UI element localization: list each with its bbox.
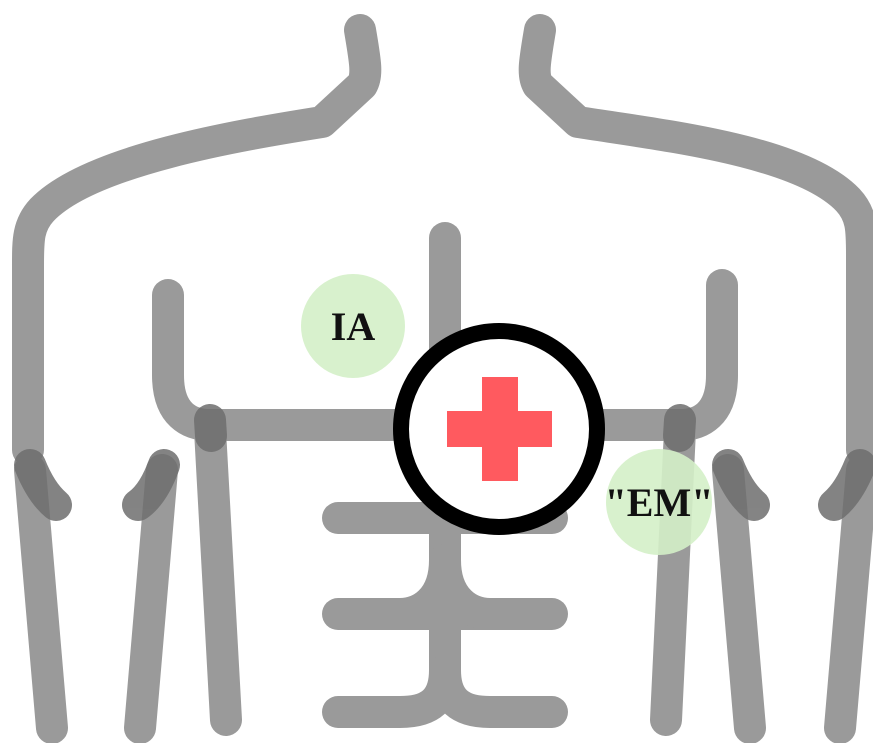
medical-cross-icon [401, 331, 597, 527]
abdomen-center-right [445, 670, 552, 712]
right-torso-joint [679, 420, 680, 436]
left-outer-joint [30, 465, 56, 505]
left-torso-joint [210, 420, 211, 436]
left-inner-joint [138, 465, 164, 505]
left-torso-side [210, 430, 226, 720]
abdomen-row-2-curve-right [445, 560, 490, 614]
cross-horizontal [447, 411, 552, 447]
right-chest-line [600, 285, 722, 425]
label-em-text: "EM" [605, 480, 714, 525]
right-inner-joint [728, 465, 754, 505]
right-outer-joint [834, 465, 860, 505]
label-em: "EM" [605, 449, 714, 555]
label-ia-text: IA [331, 304, 376, 349]
left-neck-shoulder [28, 30, 365, 450]
label-ia: IA [301, 274, 405, 378]
